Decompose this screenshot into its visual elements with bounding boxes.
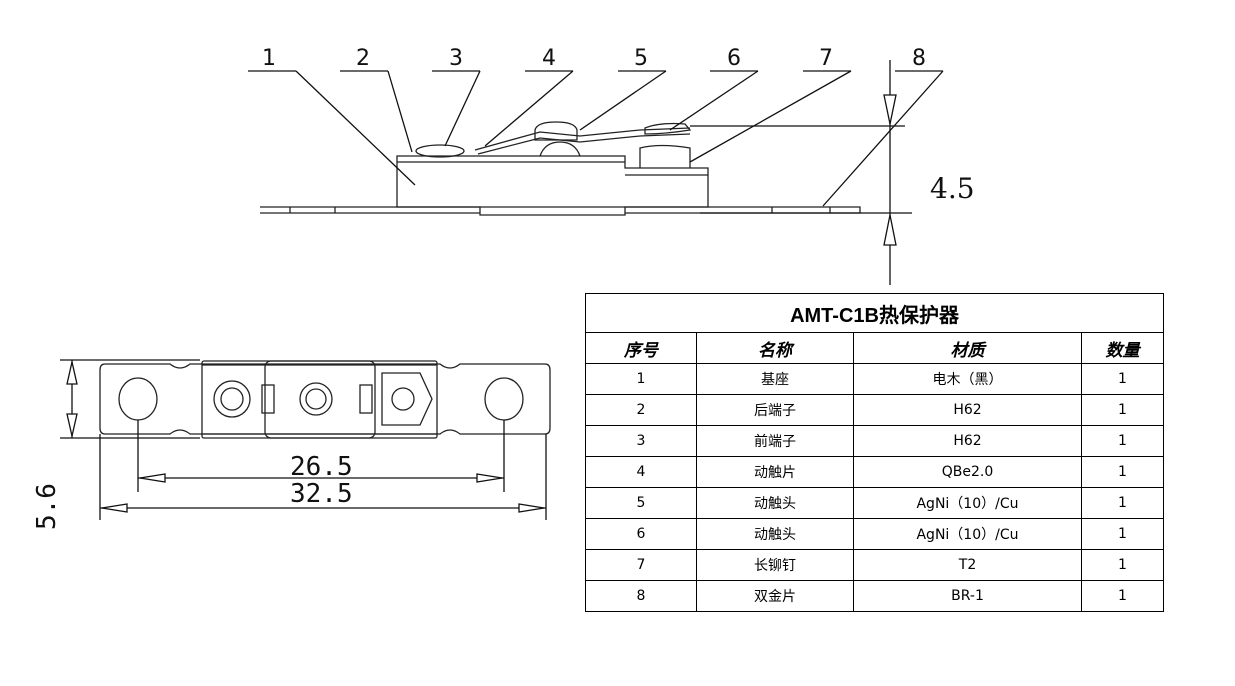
cell-index: 6 [585, 518, 697, 550]
housing [396, 155, 709, 208]
callout-7: 7 [819, 46, 833, 71]
cell-name: 动触头 [696, 487, 854, 519]
cell-name: 双金片 [696, 580, 854, 612]
table-row: 3 前端子 H62 1 [585, 425, 1165, 457]
height-label: 4.5 [930, 172, 975, 205]
cell-quantity: 1 [1080, 363, 1165, 395]
cell-name: 动触片 [696, 456, 854, 488]
callout-numbers: 1 2 3 4 5 6 7 8 [262, 46, 926, 71]
rivet-right [391, 387, 415, 411]
table-row: 6 动触头 AgNi（10）/Cu 1 [585, 518, 1165, 550]
contact-spring [474, 127, 691, 151]
table-row: 5 动触头 AgNi（10）/Cu 1 [585, 487, 1165, 519]
cell-index: 5 [585, 487, 697, 519]
callout-3: 3 [449, 46, 463, 71]
rivet-left [213, 380, 251, 418]
table-title: AMT-C1B热保护器 [584, 293, 1165, 333]
long-rivet [639, 144, 691, 168]
cell-name: 动触头 [696, 518, 854, 550]
overall-length-label: 32.5 [290, 479, 353, 509]
cell-index: 4 [585, 456, 697, 488]
callout-8: 8 [912, 46, 926, 71]
cell-quantity: 1 [1080, 456, 1165, 488]
callout-4: 4 [542, 46, 556, 71]
table-row: 1 基座 电木（黑） 1 [585, 363, 1165, 395]
fixed-contact [644, 122, 692, 135]
cell-quantity: 1 [1080, 425, 1165, 457]
cell-index: 8 [585, 580, 697, 612]
table-row: 8 双金片 BR-1 1 [585, 580, 1165, 612]
cell-index: 7 [585, 549, 697, 581]
width-dimension [60, 359, 200, 439]
cell-material: T2 [853, 549, 1082, 581]
length-dimensions [99, 420, 547, 520]
cell-name: 长铆钉 [696, 549, 854, 581]
callout-6: 6 [727, 46, 741, 71]
callout-5: 5 [634, 46, 648, 71]
cell-index: 1 [585, 363, 697, 395]
cell-material: H62 [853, 394, 1082, 426]
callout-1: 1 [262, 46, 276, 71]
cell-material: AgNi（10）/Cu [853, 518, 1082, 550]
moving-contact [534, 121, 578, 141]
cell-material: QBe2.0 [853, 456, 1082, 488]
side-view [260, 121, 861, 216]
table-row: 7 长铆钉 T2 1 [585, 549, 1165, 581]
callout-2: 2 [356, 46, 370, 71]
height-dimension [690, 60, 912, 285]
callout-leaders [248, 70, 944, 207]
cell-quantity: 1 [1080, 580, 1165, 612]
table-row: 2 后端子 H62 1 [585, 394, 1165, 426]
hole-spacing-label: 26.5 [290, 452, 353, 482]
header-material: 材质 [853, 332, 1082, 364]
header-quantity: 数量 [1080, 332, 1165, 364]
table-header-row: 序号 名称 材质 数量 [585, 332, 1165, 364]
cell-name: 前端子 [696, 425, 854, 457]
header-name: 名称 [696, 332, 854, 364]
top-plate [99, 363, 551, 435]
cell-quantity: 1 [1080, 549, 1165, 581]
cell-quantity: 1 [1080, 394, 1165, 426]
cell-quantity: 1 [1080, 487, 1165, 519]
base-plate [260, 206, 861, 216]
cell-name: 后端子 [696, 394, 854, 426]
table-row: 4 动触片 QBe2.0 1 [585, 456, 1165, 488]
cell-index: 3 [585, 425, 697, 457]
header-index: 序号 [585, 332, 697, 364]
width-label: 5.6 [32, 483, 62, 530]
cell-index: 2 [585, 394, 697, 426]
cell-material: BR-1 [853, 580, 1082, 612]
top-view [99, 360, 551, 439]
cell-quantity: 1 [1080, 518, 1165, 550]
left-mount-hole [118, 377, 158, 421]
rivet-center [299, 382, 333, 416]
front-terminal-rivet [415, 144, 465, 158]
cell-name: 基座 [696, 363, 854, 395]
parts-table: AMT-C1B热保护器 序号 名称 材质 数量 1 基座 电木（黑） 1 2 后… [584, 293, 1165, 612]
cell-material: H62 [853, 425, 1082, 457]
right-mount-hole [484, 377, 524, 421]
cell-material: 电木（黑） [853, 363, 1082, 395]
cell-material: AgNi（10）/Cu [853, 487, 1082, 519]
